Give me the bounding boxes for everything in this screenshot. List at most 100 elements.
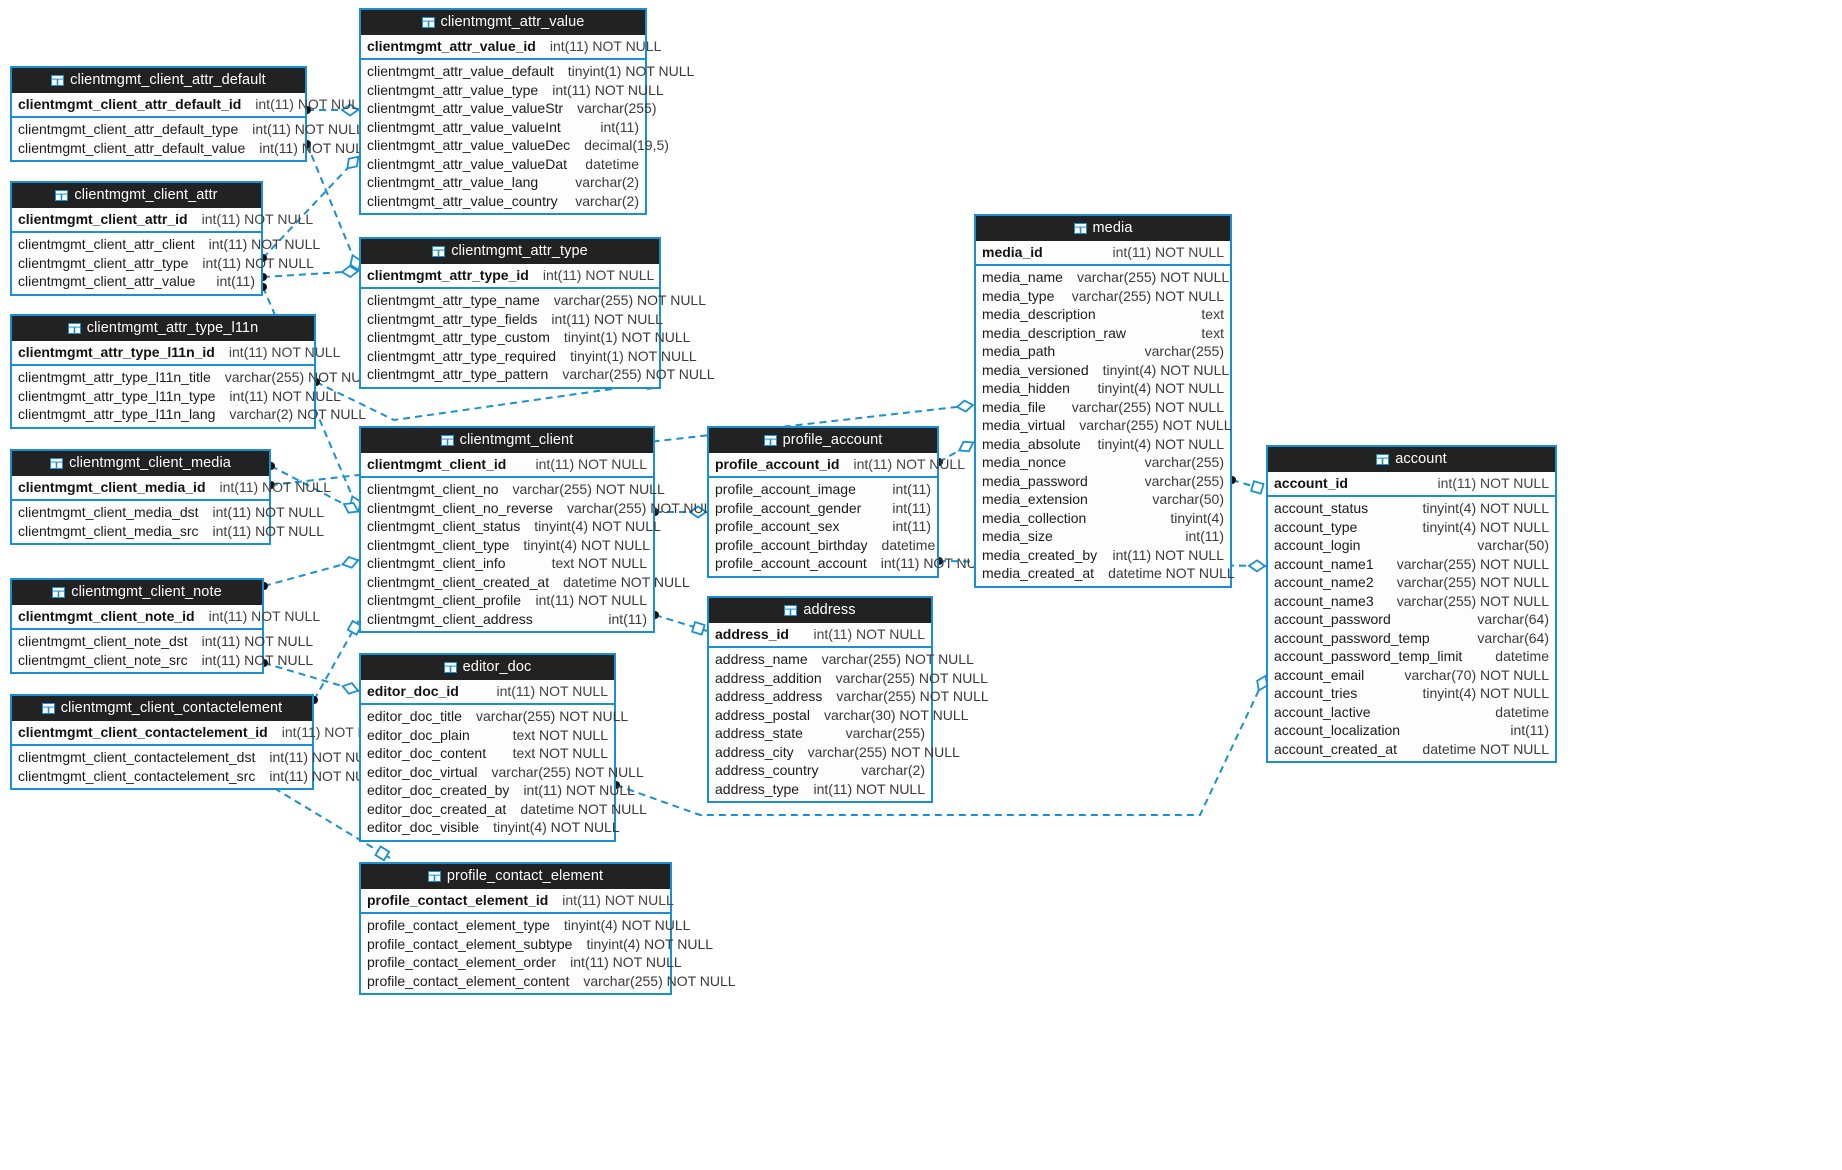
column-type: int(11) NOT NULL [813, 780, 925, 797]
entity-header-clientmgmt_attr_type_l11n: clientmgmt_attr_type_l11n [12, 316, 314, 341]
entity-table-clientmgmt_client[interactable]: clientmgmt_client clientmgmt_client_id int… [359, 426, 719, 633]
column-name: address_state [715, 725, 803, 741]
table-icon [763, 434, 777, 446]
column-name: clientmgmt_client_no_reverse [367, 499, 553, 516]
column-type: int(11) [892, 518, 931, 534]
column-type: varchar(255) NOT NULL [512, 481, 665, 497]
entity-title: clientmgmt_client [459, 432, 574, 448]
entity-header-clientmgmt_client_attr_default: clientmgmt_client_attr_default [12, 68, 305, 93]
column-name: editor_doc_title [367, 708, 462, 724]
column-type: int(11) NOT NULL [535, 456, 647, 472]
column-type: tinyint(1) NOT NULL [563, 329, 691, 345]
entity-title: clientmgmt_client_media [69, 455, 231, 471]
column-name: media_collection [982, 509, 1087, 526]
entity-table-clientmgmt_attr_type_l11n[interactable]: clientmgmt_attr_type_l11n clientmgmt_attr… [10, 314, 377, 429]
column-name: clientmgmt_attr_type_pattern [367, 366, 549, 382]
column-name: account_lactive [1274, 703, 1371, 720]
edge-endpoint-diamond [957, 440, 975, 453]
column-type: tinyint(4) [1170, 509, 1224, 526]
entity-title: account [1395, 451, 1447, 467]
column-name: profile_account_gender [715, 499, 862, 516]
column-type: int(11) NOT NULL [542, 267, 655, 283]
entity-table-clientmgmt_attr_type[interactable]: clientmgmt_attr_type clientmgmt_attr_type… [359, 237, 715, 389]
column-type: text NOT NULL [512, 726, 608, 743]
column-type: int(11) NOT NULL [201, 633, 314, 649]
column-name: media_extension [982, 491, 1088, 507]
column-name: editor_doc_content [367, 745, 487, 761]
column-name: media_path [982, 343, 1056, 359]
column-name: account_localization [1274, 722, 1401, 738]
column-name: clientmgmt_client_attr_default_type [18, 121, 239, 137]
column-row: account_lactive datetime [1268, 703, 1555, 722]
entity-header-editor_doc: editor_doc [361, 655, 614, 680]
column-name: media_type [982, 287, 1055, 304]
column-type: int(11) NOT NULL [570, 954, 682, 970]
table-icon [427, 870, 441, 882]
column-type: int(11) NOT NULL [269, 767, 381, 784]
column-name: profile_account_id [715, 456, 840, 472]
column-type: int(11) NOT NULL [549, 38, 662, 54]
column-name: account_id [1274, 475, 1348, 491]
column-name: media_nonce [982, 454, 1067, 470]
entity-table-profile_account[interactable]: profile_account profile_account_id int(11)… [707, 426, 992, 578]
column-type: varchar(50) [1477, 537, 1549, 553]
column-type: int(11) NOT NULL [1112, 546, 1224, 563]
column-type: tinyint(1) NOT NULL [570, 347, 697, 364]
column-name: account_password_temp_limit [1274, 648, 1463, 664]
column-name: clientmgmt_client_contactelement_src [18, 767, 256, 784]
entity-header-account: account [1268, 447, 1555, 472]
entity-header-media: media [976, 216, 1230, 241]
column-name: clientmgmt_attr_type_l11n_id [18, 344, 215, 360]
column-name: clientmgmt_attr_value_lang [367, 174, 539, 190]
column-name: media_password [982, 472, 1088, 489]
column-name: media_file [982, 398, 1046, 415]
column-type: int(11) NOT NULL [523, 782, 635, 798]
entity-header-clientmgmt_attr_type: clientmgmt_attr_type [361, 239, 659, 264]
column-name: account_status [1274, 500, 1369, 516]
table-icon [51, 74, 65, 86]
entity-header-address: address [709, 598, 931, 623]
entity-table-clientmgmt_client_attr_default[interactable]: clientmgmt_client_attr_default clientmgmt… [10, 66, 371, 162]
column-name: account_email [1274, 666, 1365, 683]
edge-endpoint-square [691, 620, 706, 636]
column-type: datetime [1495, 703, 1549, 720]
column-name: media_versioned [982, 361, 1089, 378]
column-name: clientmgmt_client_status [367, 518, 521, 534]
entity-header-profile_account: profile_account [709, 428, 937, 453]
column-name: clientmgmt_client_id [367, 456, 507, 472]
column-name: clientmgmt_client_contactelement_id [18, 724, 268, 740]
column-name: clientmgmt_client_attr_value [18, 273, 196, 289]
column-type: datetime NOT NULL [1422, 740, 1549, 757]
